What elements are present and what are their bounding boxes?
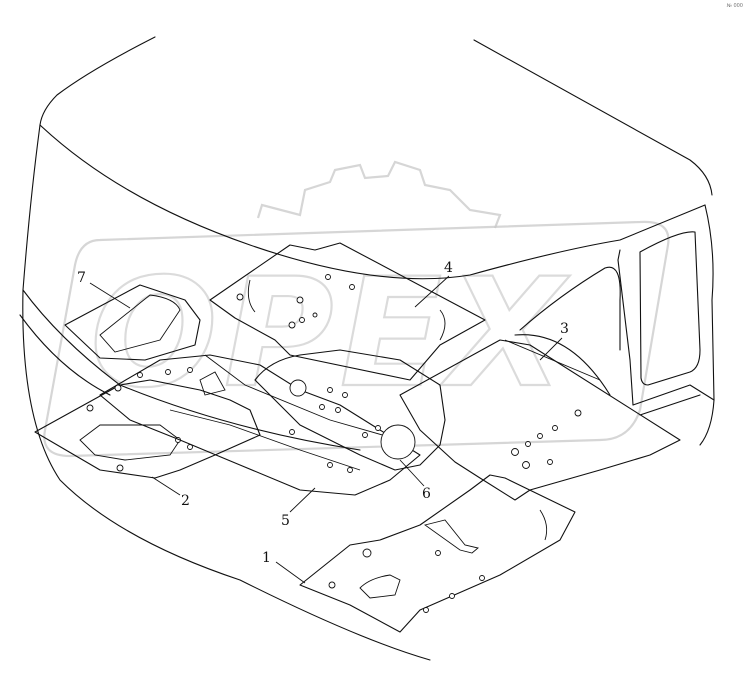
callout-5: 5: [281, 487, 316, 529]
part-4-rib: [247, 279, 256, 313]
right-door-lower: [632, 384, 715, 406]
cab-right-corner: [699, 204, 715, 446]
roof-right-edge: [473, 39, 713, 196]
part-3-right-mat: [399, 339, 681, 501]
cab-front-band: [22, 289, 361, 451]
part-2-left-mat: [34, 379, 261, 479]
callout-label: 5: [281, 513, 290, 529]
part-1-recess: [359, 574, 401, 599]
part-6-center-panel: [254, 349, 446, 471]
part-3-outline: [399, 339, 681, 501]
callout-7: 7: [77, 270, 131, 309]
callout-2: 2: [151, 476, 190, 509]
part-1-slot: [423, 519, 479, 554]
watermark-text: OPEX: [90, 247, 570, 421]
part-5-flap: [199, 371, 226, 396]
callout-4: 4: [414, 260, 453, 308]
right-side-window: [639, 231, 701, 386]
part-7-inner: [99, 294, 181, 353]
callout-1: 1: [262, 550, 306, 584]
callout-label: 3: [560, 321, 569, 337]
cab-front-band-lower: [19, 314, 111, 396]
right-door-step: [639, 394, 701, 416]
part-5-seam-2: [204, 354, 401, 441]
part-2-outline: [34, 379, 261, 479]
callout-label: 7: [77, 270, 86, 286]
part-4-upper-mat: [209, 242, 486, 381]
callout-6: 6: [399, 459, 431, 502]
part-4-rib-2: [439, 309, 446, 341]
part-7-panel: [64, 284, 201, 361]
part-5-outline: [99, 354, 421, 496]
part-1-outline: [299, 474, 576, 633]
part-1-front-mat: [299, 474, 576, 633]
right-front-pillar: [519, 266, 621, 351]
cab-body: [19, 36, 715, 661]
callout-label: 4: [444, 260, 453, 276]
part-4-outline: [209, 242, 486, 381]
part-7-outline: [64, 284, 201, 361]
window-line: [514, 334, 611, 396]
right-door-frame: [617, 249, 634, 406]
roof-front-curve: [39, 124, 706, 280]
part-5-seam: [169, 409, 361, 471]
part-5-center-mat: [99, 354, 421, 496]
corner-mark: № 000: [726, 3, 743, 9]
callout-label: 6: [422, 486, 431, 502]
callout-3: 3: [539, 321, 569, 361]
callout-label: 2: [181, 493, 190, 509]
watermark-gear-icon: [256, 160, 502, 229]
cab-left-side: [22, 124, 431, 661]
callout-label: 1: [262, 550, 271, 566]
part-1-rib: [539, 509, 548, 541]
part-2-recess: [79, 424, 181, 461]
roof-left-edge: [39, 36, 156, 126]
part-3-seam: [504, 339, 601, 381]
part-6-outline: [254, 349, 446, 471]
watermark-frame: [43, 220, 670, 458]
